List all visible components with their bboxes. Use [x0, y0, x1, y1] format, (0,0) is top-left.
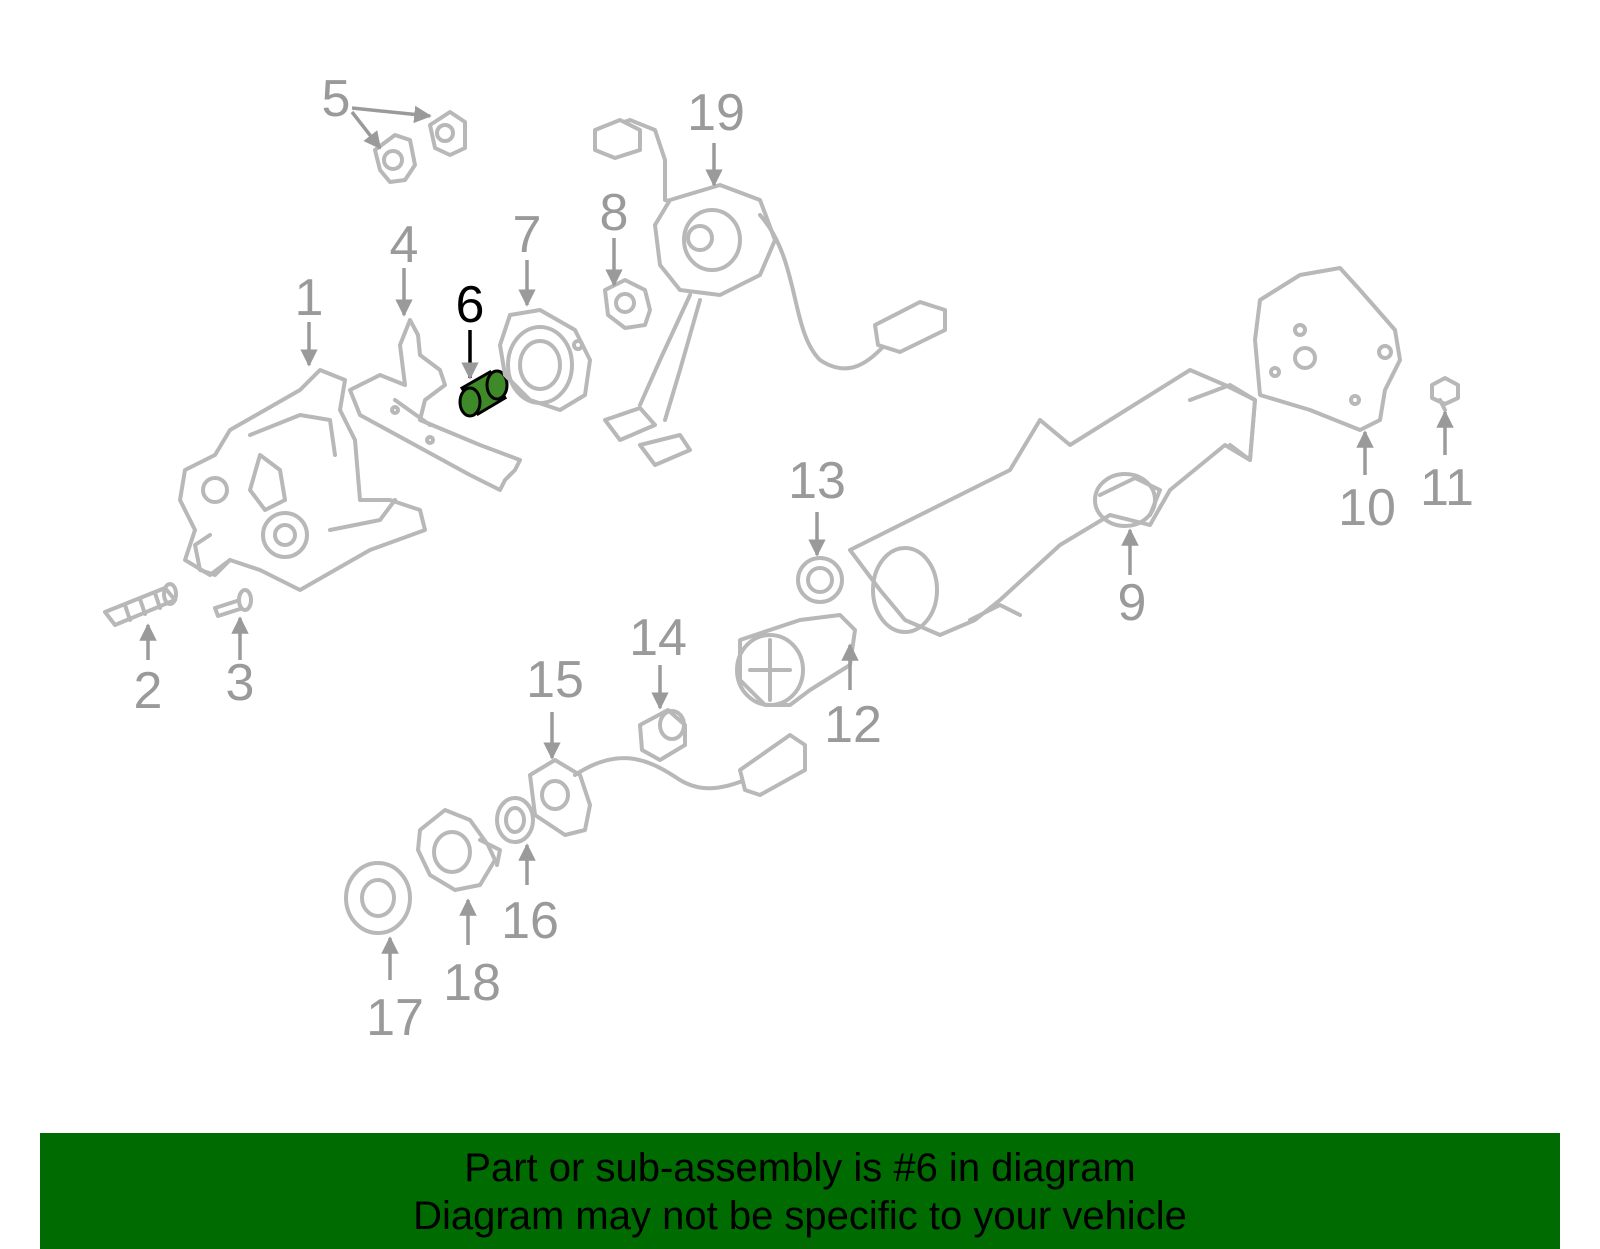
banner-line-part: Part or sub-assembly is #6 in diagram [464, 1146, 1136, 1190]
part-2-pin[interactable] [103, 582, 178, 627]
callout-15[interactable]: 15 [526, 651, 584, 709]
callout-5[interactable]: 5 [322, 70, 351, 128]
callout-14[interactable]: 14 [629, 609, 687, 667]
part-16-washer[interactable] [495, 796, 535, 844]
part-18-bracket-ring[interactable] [416, 808, 502, 892]
callout-2[interactable]: 2 [134, 662, 163, 720]
part-17-washer[interactable] [344, 861, 412, 935]
part-9-column[interactable] [848, 368, 1257, 637]
callout-10[interactable]: 10 [1338, 479, 1396, 537]
callout-4[interactable]: 4 [390, 216, 419, 274]
callout-arrows [139, 105, 1454, 980]
part-13-bearing[interactable] [796, 556, 844, 604]
callout-9[interactable]: 9 [1118, 574, 1147, 632]
part-12-coupler[interactable] [735, 613, 857, 707]
callout-7[interactable]: 7 [513, 206, 542, 264]
callout-3[interactable]: 3 [226, 654, 255, 712]
callout-12[interactable]: 12 [824, 696, 882, 754]
info-banner: Part or sub-assembly is #6 in diagram Di… [40, 1133, 1560, 1249]
part-8-nut[interactable] [603, 278, 652, 330]
callout-19[interactable]: 19 [687, 84, 745, 142]
callout-11[interactable]: 11 [1420, 459, 1474, 517]
part-10-module[interactable] [1253, 266, 1402, 432]
part-4-bracket[interactable] [348, 318, 522, 492]
callout-6[interactable]: 6 [456, 276, 485, 334]
part-15-sensor[interactable] [528, 733, 807, 837]
callout-16[interactable]: 16 [501, 892, 559, 950]
part-3-screw[interactable] [213, 588, 253, 618]
part-11-bolt[interactable] [1430, 376, 1460, 412]
callout-labels: 1 2 3 4 5 6 7 8 9 10 11 12 13 14 15 16 1… [134, 70, 1474, 1047]
callout-8[interactable]: 8 [600, 184, 629, 242]
banner-line-disclaimer: Diagram may not be specific to your vehi… [413, 1194, 1187, 1238]
part-7-cover[interactable] [498, 308, 592, 412]
part-5-clips[interactable] [373, 110, 467, 184]
callout-1[interactable]: 1 [295, 269, 324, 327]
part-6-bushing[interactable] [458, 369, 509, 418]
part-19-clockspring[interactable] [593, 118, 947, 467]
callout-18[interactable]: 18 [443, 954, 501, 1012]
callout-13[interactable]: 13 [788, 452, 846, 510]
part-14-cap[interactable] [638, 708, 687, 762]
part-1-lock-housing[interactable] [178, 368, 427, 592]
callout-17[interactable]: 17 [366, 989, 424, 1047]
